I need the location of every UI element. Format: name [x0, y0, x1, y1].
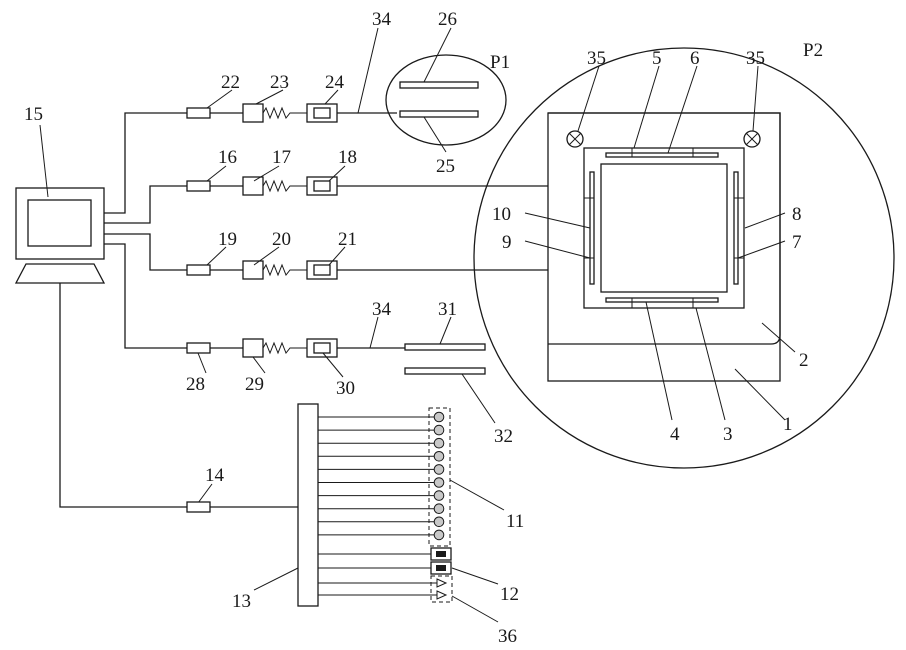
label-5: 5: [652, 48, 662, 69]
label-11: 11: [506, 511, 524, 532]
led-icon: [434, 412, 444, 422]
label-28: 28: [186, 374, 205, 395]
label-6: 6: [690, 48, 700, 69]
label-25: 25: [436, 156, 455, 177]
label-20: 20: [272, 229, 291, 250]
label-14: 14: [205, 465, 225, 486]
label-13: 13: [232, 591, 251, 612]
sensor-14: [187, 502, 210, 512]
label-12: 12: [500, 584, 519, 605]
computer-wiring: [60, 113, 187, 507]
led-icon: [434, 504, 444, 514]
label-22: 22: [221, 72, 240, 93]
label-34-top: 34: [372, 9, 392, 30]
label-8: 8: [792, 204, 802, 225]
label-18: 18: [338, 147, 357, 168]
computer-monitor: [16, 188, 104, 283]
detail-p1: [386, 55, 506, 145]
label-9: 9: [502, 232, 512, 253]
label-4: 4: [670, 424, 680, 445]
label-24: 24: [325, 72, 345, 93]
label-30: 30: [336, 378, 355, 399]
label-34-bottom: 34: [372, 299, 392, 320]
label-29: 29: [245, 374, 264, 395]
branch-row-1: [187, 104, 397, 122]
led-column: [429, 408, 450, 546]
detail-p2: [474, 48, 894, 468]
label-21: 21: [338, 229, 357, 250]
label-15: 15: [24, 104, 43, 125]
label-36: 36: [498, 626, 517, 647]
led-icon: [434, 438, 444, 448]
label-16: 16: [218, 147, 237, 168]
label-3: 3: [723, 424, 733, 445]
label-2: 2: [799, 350, 809, 371]
led-icon: [434, 425, 444, 435]
led-icon: [434, 452, 444, 462]
controller-board: [210, 404, 318, 606]
led-icon: [434, 530, 444, 540]
label-32: 32: [494, 426, 513, 447]
bus-lines: [318, 417, 437, 595]
label-35-right: 35: [746, 48, 765, 69]
label-19: 19: [218, 229, 237, 250]
label-23: 23: [270, 72, 289, 93]
label-26: 26: [438, 9, 457, 30]
switch-group: [431, 548, 451, 574]
label-p2: P2: [803, 40, 823, 61]
label-10: 10: [492, 204, 511, 225]
label-p1: P1: [490, 52, 510, 73]
led-icon: [434, 491, 444, 501]
led-icon: [434, 465, 444, 475]
branch-row-2: [187, 177, 548, 195]
buzzer-group: [431, 576, 452, 602]
branch-row-3: [187, 261, 548, 279]
label-31: 31: [438, 299, 457, 320]
label-7: 7: [792, 232, 802, 253]
label-35-left: 35: [587, 48, 606, 69]
led-icon: [434, 478, 444, 488]
label-17: 17: [272, 147, 291, 168]
label-1: 1: [783, 414, 793, 435]
led-icon: [434, 517, 444, 527]
